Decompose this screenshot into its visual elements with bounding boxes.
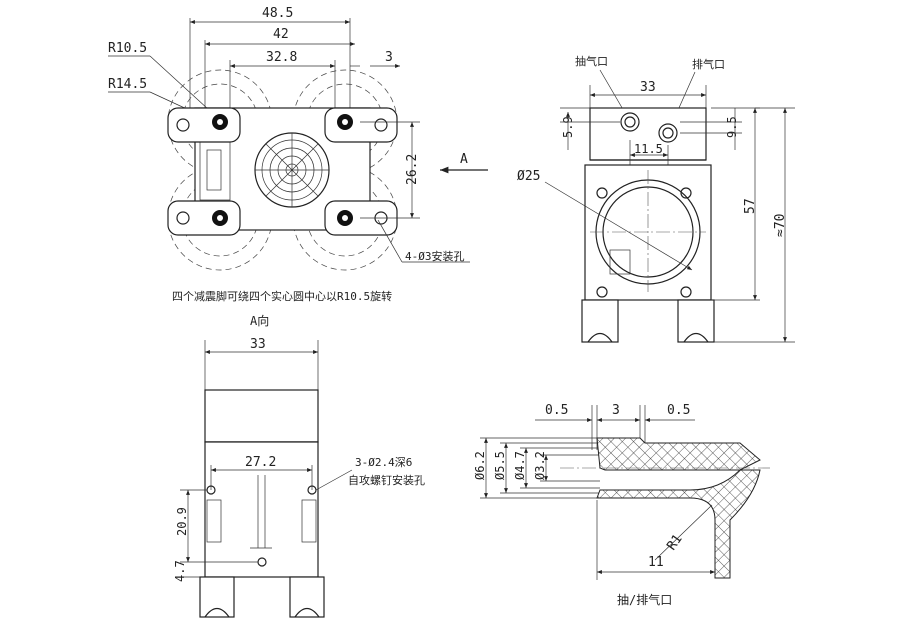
dim-inner-spacing: 32.8 bbox=[266, 50, 297, 65]
suction-port-label: 抽气口 bbox=[575, 54, 608, 68]
a-view-dim-vertical: 20.9 bbox=[175, 507, 189, 536]
detail-dim-left: 0.5 bbox=[545, 403, 568, 418]
dim-port-height: 9.5 bbox=[725, 116, 739, 138]
a-view-hole-label: 3-Ø2.4深6 bbox=[355, 456, 412, 469]
detail-dim-mid: 3 bbox=[612, 403, 620, 418]
mount-foot-bl bbox=[167, 200, 241, 236]
exhaust-port-label: 排气口 bbox=[692, 57, 725, 71]
a-view-hole-sublabel: 自攻螺钉安装孔 bbox=[348, 473, 425, 487]
detail-caption: 抽/排气口 bbox=[617, 592, 672, 607]
side-view: 抽气口 排气口 33 11.5 5.9 9.5 bbox=[517, 54, 795, 343]
dim-height: 26.2 bbox=[405, 154, 420, 185]
detail-dia-1: Ø6.2 bbox=[473, 451, 487, 480]
a-view: A向 33 27.2 3-Ø2.4深6 自攻螺钉安装孔 20.9 4.7 bbox=[173, 313, 425, 618]
dim-body-height: 57 bbox=[743, 198, 758, 214]
detail-dim-right: 0.5 bbox=[667, 403, 690, 418]
mount-foot-tr bbox=[324, 107, 398, 143]
port-detail: 0.5 3 0.5 Ø6.2 Ø5.5 Ø4.7 Ø3.2 R1 bbox=[473, 403, 770, 607]
detail-dia-3: Ø4.7 bbox=[513, 451, 527, 480]
detail-length: 11 bbox=[648, 555, 664, 570]
dim-offset: 3 bbox=[385, 50, 393, 65]
radius-small-label: R10.5 bbox=[108, 41, 147, 56]
a-view-title: A向 bbox=[250, 313, 269, 328]
dim-total-height: ≈70 bbox=[773, 214, 788, 237]
dim-total-width: 48.5 bbox=[262, 6, 293, 21]
a-view-dim-width: 33 bbox=[250, 337, 266, 352]
dim-port-spacing: 11.5 bbox=[634, 142, 663, 156]
a-view-dim-bottom: 4.7 bbox=[173, 560, 187, 582]
mount-foot-tl bbox=[167, 107, 241, 143]
detail-radius: R1 bbox=[664, 532, 685, 553]
detail-dia-4: Ø3.2 bbox=[533, 451, 547, 480]
a-view-dim-hole-spacing: 27.2 bbox=[245, 455, 276, 470]
dim-port-offset: 5.9 bbox=[561, 116, 575, 138]
radius-large-label: R14.5 bbox=[108, 77, 147, 92]
detail-dia-2: Ø5.5 bbox=[493, 451, 507, 480]
top-view: 48.5 42 32.8 3 R10.5 R14.5 bbox=[108, 6, 488, 303]
hole-label: 4-Ø3安装孔 bbox=[405, 249, 465, 263]
view-marker: A bbox=[460, 152, 468, 167]
dim-diameter: Ø25 bbox=[517, 169, 540, 184]
top-view-note: 四个减震脚可绕四个实心圆中心以R10.5旋转 bbox=[172, 289, 392, 303]
dim-mount-spacing: 42 bbox=[273, 27, 289, 42]
dim-side-width: 33 bbox=[640, 80, 656, 95]
